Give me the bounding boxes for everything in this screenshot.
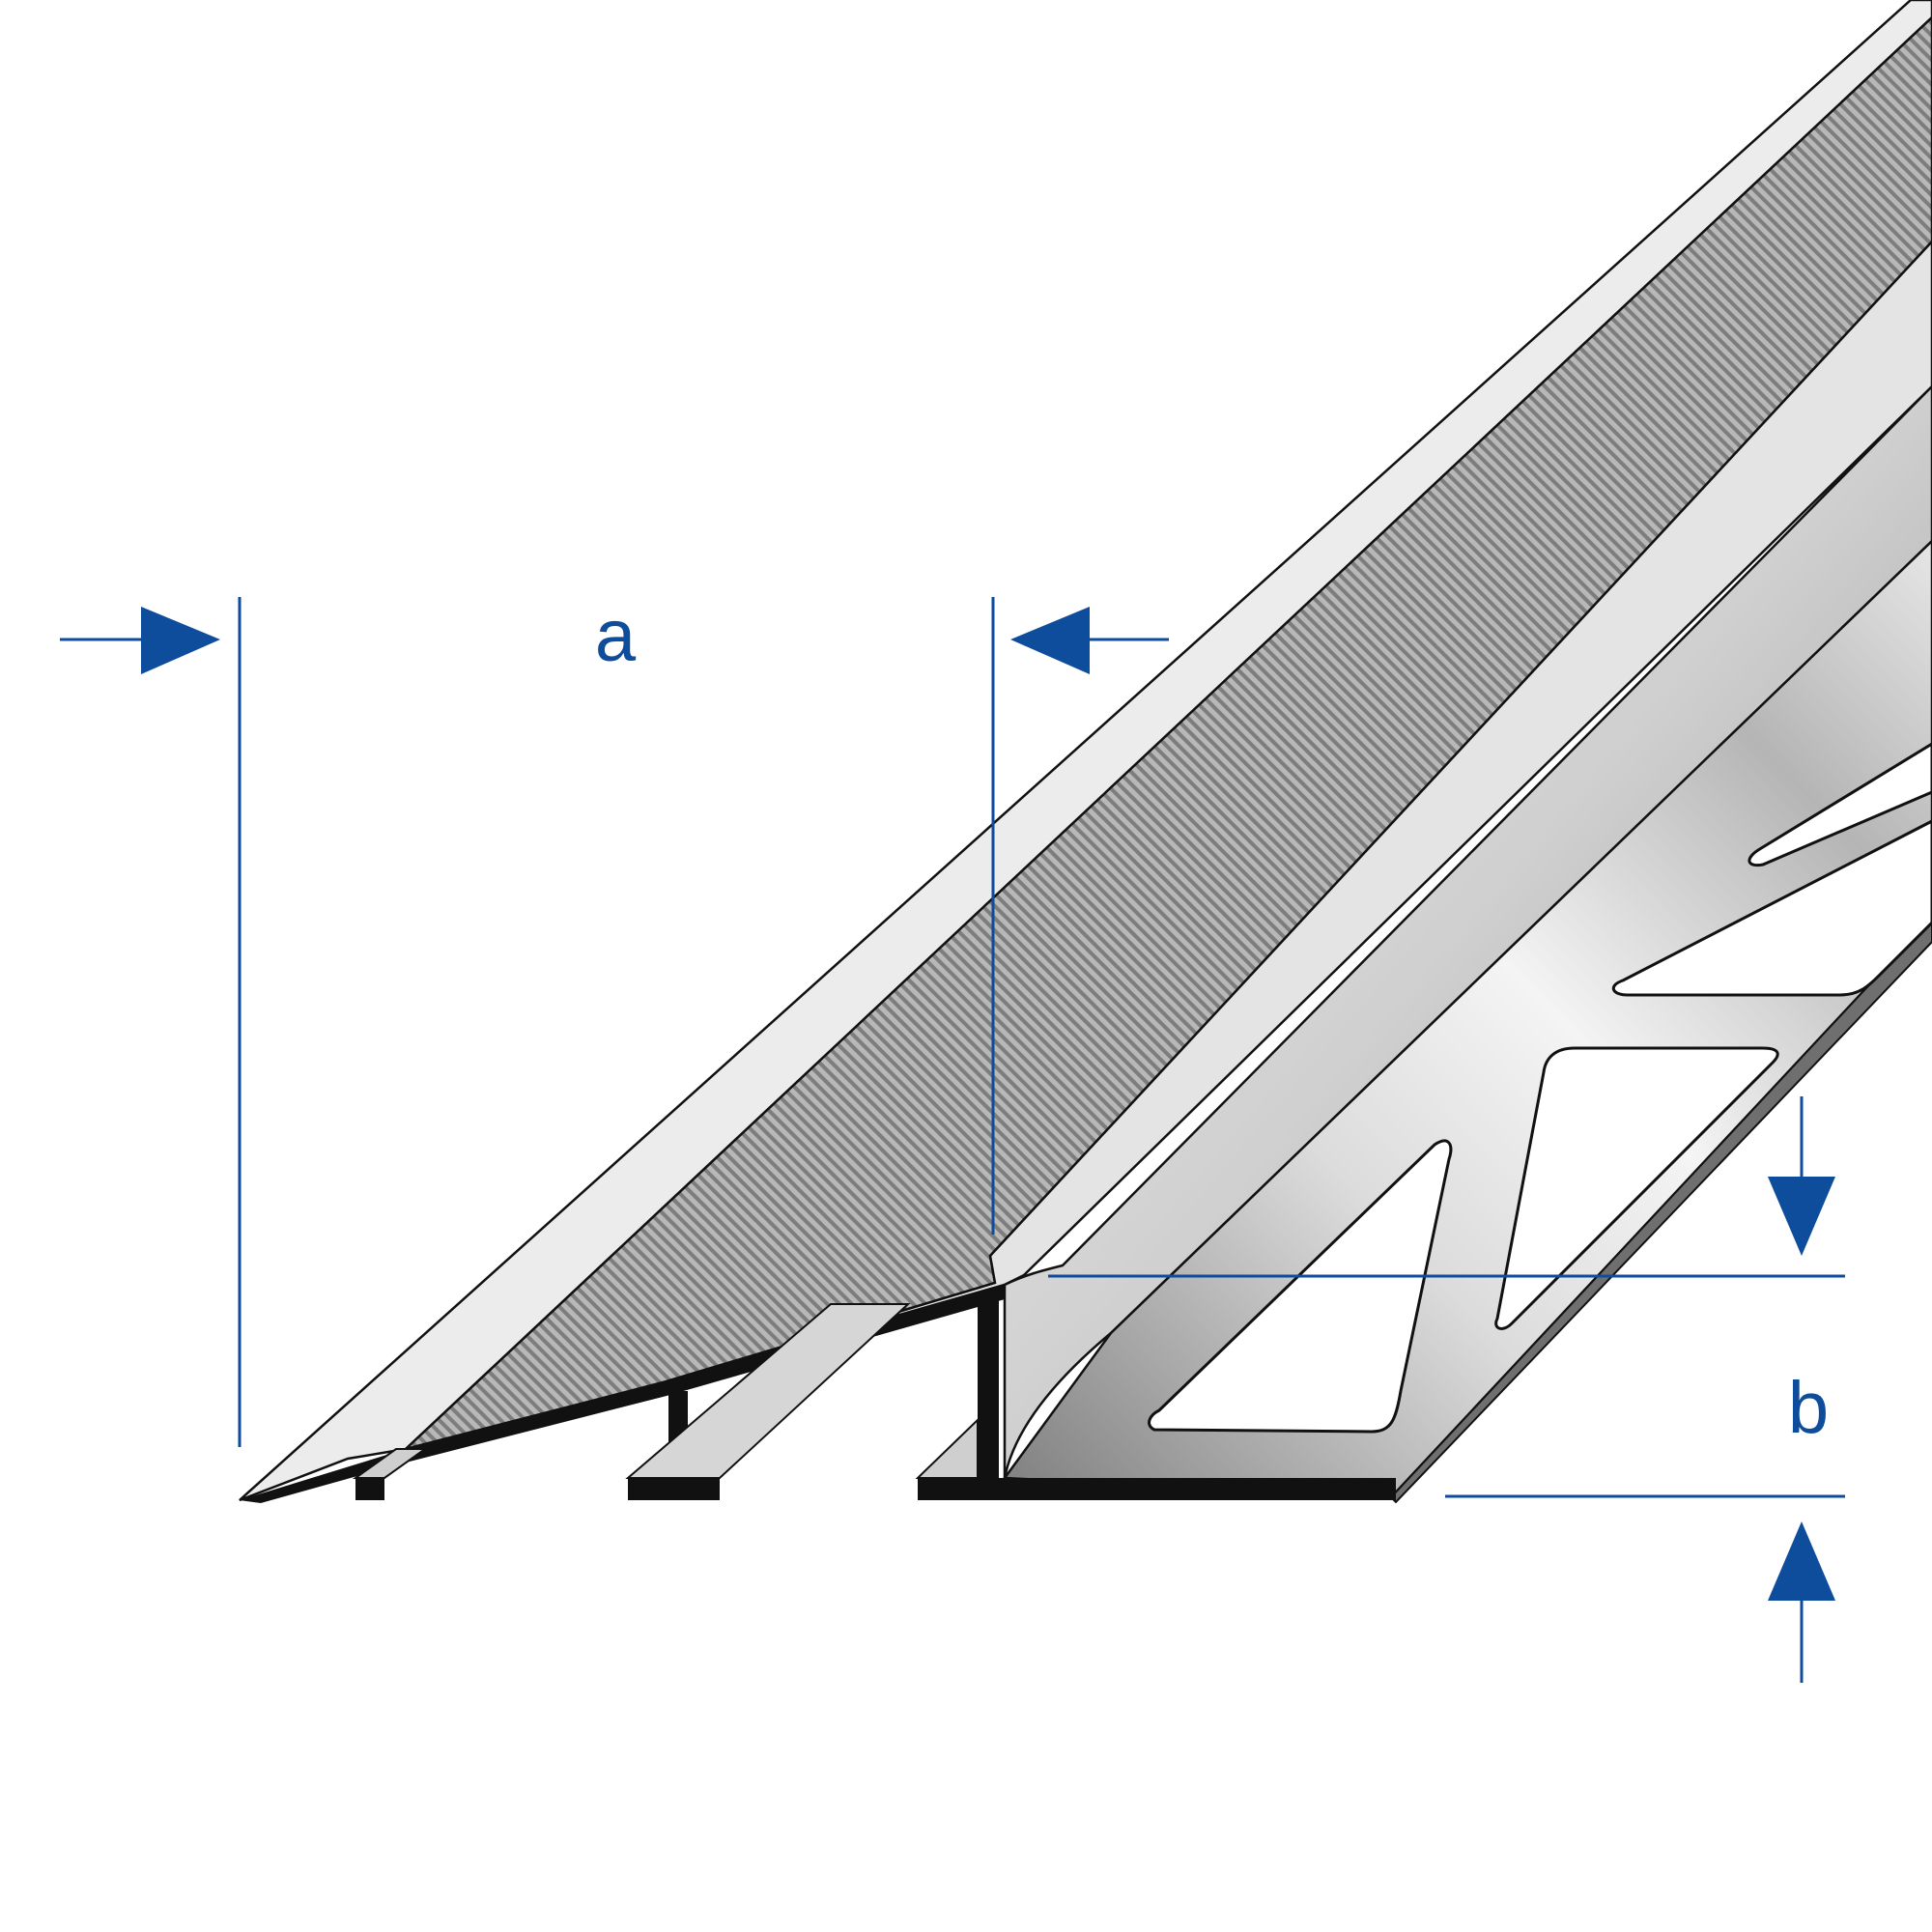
rounded-nose xyxy=(1003,384,1932,1479)
dimension-b: b xyxy=(1048,1096,1845,1683)
dimension-a-arrow-right xyxy=(1010,607,1090,674)
dimension-b-arrow-bottom xyxy=(1768,1521,1835,1601)
leg-thickness-edge xyxy=(1389,916,1932,1504)
top-edge-strip xyxy=(239,0,1932,1502)
foot-face-3 xyxy=(352,1448,429,1479)
profile-body xyxy=(239,0,1932,1504)
dimension-a-label: a xyxy=(595,595,637,677)
dimension-a: a xyxy=(60,595,1169,1447)
foot-face-1 xyxy=(625,1303,911,1479)
perforation-hole-1 xyxy=(1148,1139,1453,1434)
perforation-hole-2 xyxy=(1494,1046,1779,1330)
dimension-b-label: b xyxy=(1788,1367,1829,1449)
dimension-b-arrow-top xyxy=(1768,1177,1835,1256)
perforation-hole-4 xyxy=(1747,742,1932,867)
dimension-a-arrow-left xyxy=(141,607,220,674)
perforation-hole-3 xyxy=(1612,819,1932,997)
cross-section xyxy=(240,1285,1396,1503)
foot-face-2 xyxy=(915,1417,979,1479)
